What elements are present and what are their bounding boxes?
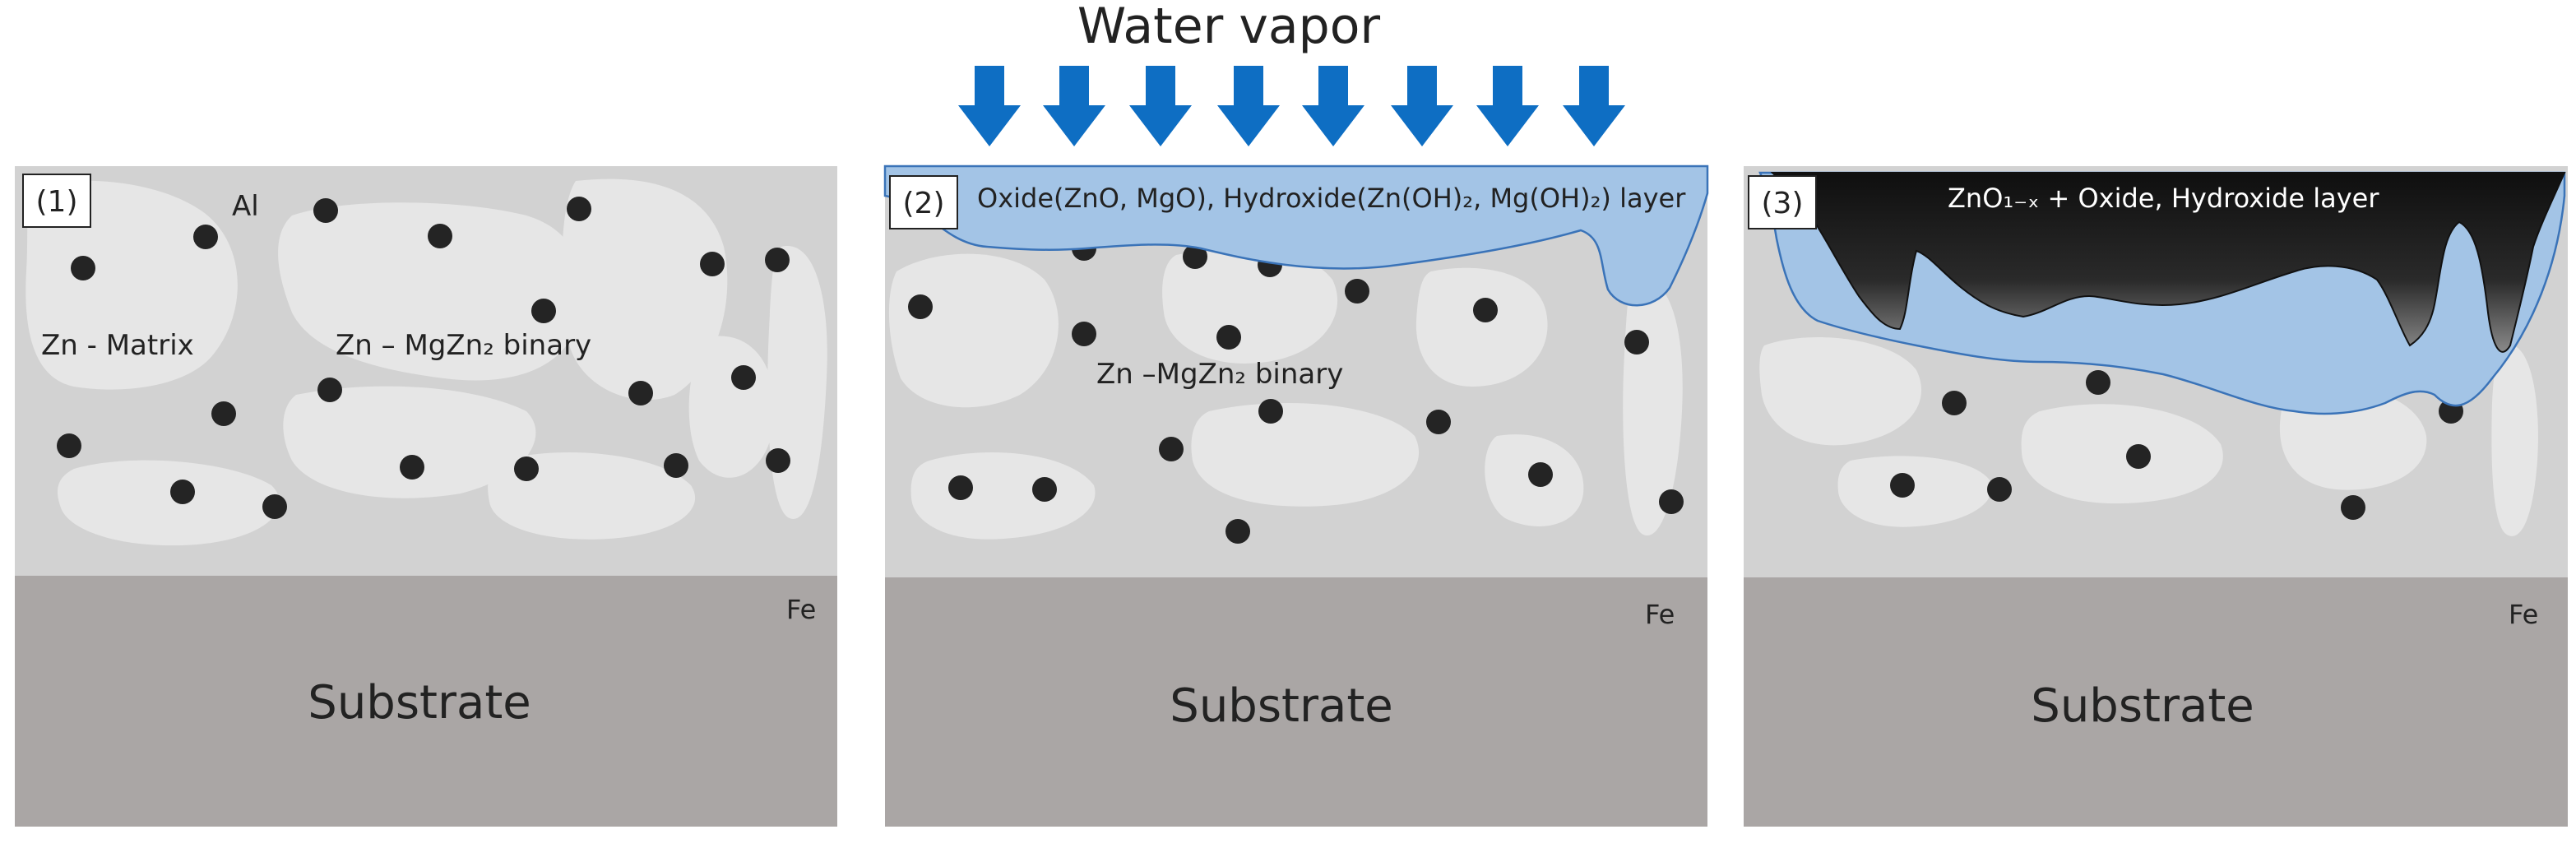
panel-1: (1) Al Zn - Matrix Zn – MgZn₂ binary Fe … xyxy=(15,166,837,827)
panel-1-substrate-label: Substrate xyxy=(308,676,530,730)
panel-3-step-label: (3) xyxy=(1762,187,1804,220)
panel-3: (3) ZnO₁₋ₓ + Oxide, Hydroxide layer Fe S… xyxy=(1744,166,2568,827)
panel-3-grains xyxy=(1759,337,2538,536)
panel-3-substrate-label: Substrate xyxy=(2031,679,2254,733)
water-vapor-arrow-6 xyxy=(1391,66,1453,146)
water-vapor-arrow-1 xyxy=(958,66,1021,146)
panel-2: (2) Oxide(ZnO, MgO), Hydroxide(Zn(OH)₂, … xyxy=(883,165,1709,827)
panel-1-binary-label: Zn – MgZn₂ binary xyxy=(336,329,591,362)
panel-1-fe-label: Fe xyxy=(786,594,816,625)
panel-2-binary-label: Zn –MgZn₂ binary xyxy=(1096,358,1343,391)
panel-2-substrate-label: Substrate xyxy=(1170,679,1392,733)
panel-2-grains xyxy=(888,248,1683,540)
panel-3-particles xyxy=(1890,370,2463,520)
panel-3-fe-label: Fe xyxy=(2509,599,2538,630)
diagram-title: Water vapor xyxy=(1077,0,1381,55)
water-vapor-arrow-4 xyxy=(1217,66,1280,146)
panel-2-step-label: (2) xyxy=(903,187,945,220)
water-vapor-arrow-7 xyxy=(1476,66,1539,146)
panel-3-substrate xyxy=(1744,577,2568,827)
panel-3-step-box xyxy=(1748,175,1817,229)
panel-2-layer-label: Oxide(ZnO, MgO), Hydroxide(Zn(OH)₂, Mg(O… xyxy=(977,183,1686,214)
panel-1-step-box xyxy=(22,174,91,228)
water-vapor-arrow-3 xyxy=(1129,66,1192,146)
panel-1-step-label: (1) xyxy=(36,185,78,219)
panel-2-step-box xyxy=(889,175,958,229)
panel-2-substrate xyxy=(885,577,1707,827)
panel-1-particles xyxy=(57,197,790,519)
water-vapor-arrow-8 xyxy=(1563,66,1625,146)
water-vapor-arrow-5 xyxy=(1302,66,1364,146)
panel-2-fe-label: Fe xyxy=(1645,599,1675,630)
panel-3-dark-layer xyxy=(1770,172,2566,353)
water-vapor-arrows xyxy=(958,66,1625,146)
panel-2-oxide-layer xyxy=(883,165,1709,307)
panel-3-layer-label: ZnO₁₋ₓ + Oxide, Hydroxide layer xyxy=(1948,183,2379,214)
water-vapor-arrow-2 xyxy=(1043,66,1105,146)
panel-1-substrate xyxy=(15,576,837,827)
panel-1-al-label: Al xyxy=(232,190,259,223)
panel-1-matrix-label: Zn - Matrix xyxy=(41,329,194,362)
